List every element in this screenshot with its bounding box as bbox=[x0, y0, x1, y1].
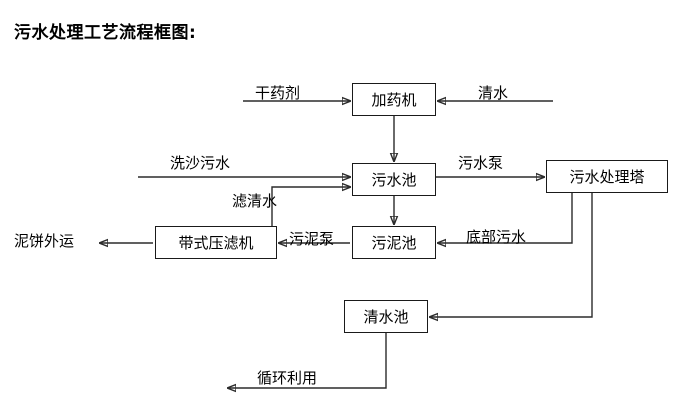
node-treatment-tower[interactable]: 污水处理塔 bbox=[546, 160, 668, 193]
wire-bottom-sewage-to-sludge-pool bbox=[438, 193, 573, 243]
node-clear-water-pool[interactable]: 清水池 bbox=[344, 300, 428, 333]
node-belt-filter-press[interactable]: 带式压滤机 bbox=[155, 226, 277, 259]
edge-label-filtered-clear-water: 滤清水 bbox=[232, 192, 278, 210]
node-label: 污泥池 bbox=[371, 234, 417, 252]
node-label: 污水处理塔 bbox=[569, 168, 645, 186]
terminal-dry-chemical: 干药剂 bbox=[255, 84, 301, 102]
edge-label-bottom-sewage: 底部污水 bbox=[466, 228, 527, 246]
node-label: 带式压滤机 bbox=[178, 234, 254, 252]
edge-label-sewage-pump: 污水泵 bbox=[458, 154, 504, 172]
terminal-sand-wash-sewage: 洗沙污水 bbox=[170, 154, 231, 172]
node-label: 清水池 bbox=[363, 308, 409, 326]
wire-filtered-water-to-sewage-pool bbox=[271, 187, 350, 226]
terminal-clean-water-inlet: 清水 bbox=[478, 84, 509, 102]
node-label: 加药机 bbox=[371, 91, 417, 109]
wire-tower-to-clear-water-pool bbox=[430, 193, 593, 317]
edge-label-recycle-use: 循环利用 bbox=[257, 369, 318, 387]
node-dosing-machine[interactable]: 加药机 bbox=[352, 83, 436, 116]
node-label: 污水池 bbox=[371, 171, 417, 189]
wire-clear-water-recycle bbox=[228, 333, 387, 388]
edge-label-sludge-pump: 污泥泵 bbox=[289, 230, 335, 248]
node-sludge-pool[interactable]: 污泥池 bbox=[352, 226, 436, 259]
terminal-mud-cake-out: 泥饼外运 bbox=[14, 232, 75, 250]
page-title: 污水处理工艺流程框图: bbox=[14, 23, 197, 43]
node-sewage-pool[interactable]: 污水池 bbox=[352, 163, 436, 196]
